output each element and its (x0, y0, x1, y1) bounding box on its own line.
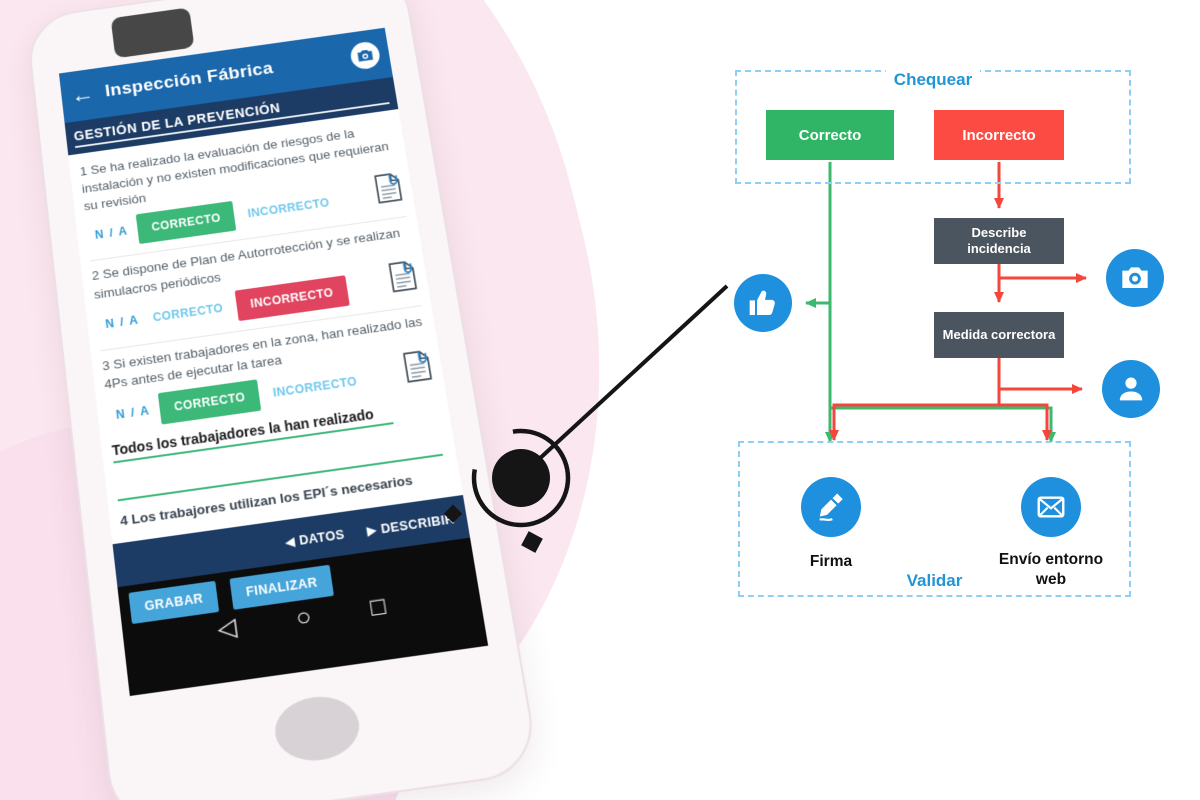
correcto-button[interactable]: CORRECTO (136, 201, 237, 245)
validar-group-box: Validar (738, 441, 1131, 597)
na-button[interactable]: N / A (94, 224, 130, 243)
back-arrow-icon[interactable]: ← (69, 81, 96, 109)
grabar-button[interactable]: GRABAR (128, 580, 220, 625)
correcto-node: Correcto (766, 110, 894, 160)
incorrecto-button[interactable]: INCORRECTO (246, 196, 331, 221)
checklist-item-1: 1 Se ha realizado la evaluación de riesg… (79, 119, 405, 254)
envio-label: Envío entorno web (998, 551, 1104, 589)
checklist-item-2: 2 Se dispone de Plan de Autorrotección y… (91, 223, 420, 343)
attachment-doc-icon[interactable] (373, 171, 405, 210)
attachment-doc-icon[interactable] (402, 348, 435, 389)
describe-incidencia-node: Describe incidencia (934, 218, 1064, 264)
app-screen: ← Inspección Fábrica GESTIÓN DE LA PREVE… (58, 27, 489, 697)
checklist: 1 Se ha realizado la evaluación de riesg… (68, 109, 463, 545)
android-recents-icon[interactable]: □ (368, 591, 388, 623)
firma-label: Firma (809, 553, 853, 570)
na-button[interactable]: N / A (115, 403, 152, 422)
signature-pen-icon (801, 477, 861, 537)
envelope-icon (1021, 477, 1081, 537)
phone-top-camera-blob (110, 7, 195, 59)
na-button[interactable]: N / A (104, 312, 140, 331)
correcto-button[interactable]: CORRECTO (158, 379, 262, 425)
incorrecto-button[interactable]: INCORRECTO (234, 275, 350, 321)
incorrecto-button[interactable]: INCORRECTO (272, 374, 359, 400)
camera-photo-icon (1106, 249, 1164, 307)
home-button[interactable] (271, 691, 364, 766)
correcto-button[interactable]: CORRECTO (151, 300, 224, 325)
validar-label: Validar (898, 571, 971, 591)
thumbs-up-icon (734, 274, 792, 332)
android-home-icon[interactable]: ○ (294, 602, 314, 633)
chequear-group-box: Chequear (735, 70, 1131, 184)
checklist-item-3: 3 Si existen trabajadores en la zona, ha… (101, 312, 446, 502)
medida-correctora-node: Medida correctora (934, 312, 1064, 358)
attachment-doc-icon[interactable] (387, 259, 419, 299)
person-icon (1102, 360, 1160, 418)
describir-tab[interactable]: ▶ DESCRIBIR (365, 511, 456, 538)
camera-icon[interactable] (348, 40, 382, 71)
phone-mockup: ← Inspección Fábrica GESTIÓN DE LA PREVE… (25, 0, 541, 800)
incorrecto-node: Incorrecto (934, 110, 1064, 160)
android-back-icon[interactable]: ◁ (215, 612, 239, 644)
datos-tab[interactable]: ◀ DATOS (283, 526, 346, 550)
chequear-label: Chequear (885, 70, 981, 90)
